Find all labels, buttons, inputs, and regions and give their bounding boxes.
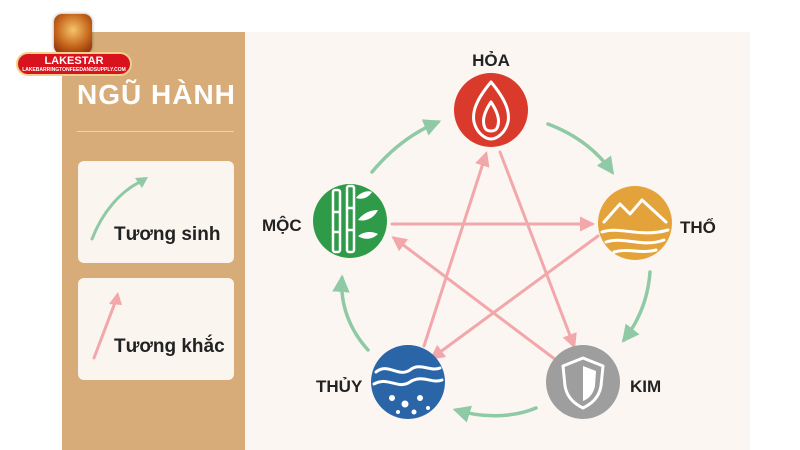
logo-url: LAKEBARRINGTONFEEDANDSUPPLY.COM: [22, 67, 126, 73]
label-tho: THỔ: [680, 218, 716, 237]
sidebar-divider: [77, 131, 234, 132]
label-hoa: HỎA: [472, 51, 510, 70]
element-hoa: HỎA: [454, 51, 528, 147]
sidebar-title: NGŨ HÀNH: [77, 79, 236, 110]
legend-label-tuong-khac: Tương khắc: [114, 336, 225, 357]
element-kim: KIM: [546, 345, 661, 419]
logo-banner: LAKESTAR LAKEBARRINGTONFEEDANDSUPPLY.COM: [16, 52, 132, 76]
shield-icon: [561, 356, 605, 410]
legend-card-tuong-sinh: Tương sinh: [78, 161, 234, 263]
element-moc: MỘC: [262, 184, 387, 258]
green-arrow-icon: [90, 177, 148, 241]
arrow-tho-to-kim: [621, 270, 652, 343]
tho-circle: [598, 186, 672, 260]
arrow-hoa-to-kim: [498, 150, 577, 349]
label-moc: MỘC: [262, 216, 302, 235]
arrow-kim-to-moc: [391, 236, 558, 362]
arrow-thuy-to-hoa: [422, 151, 490, 348]
overcoming-star: [390, 150, 600, 362]
moc-circle: [313, 184, 387, 258]
water-icon: [372, 365, 444, 415]
label-kim: KIM: [630, 377, 661, 396]
hoa-circle: [454, 73, 528, 147]
arrow-moc-to-hoa: [370, 119, 442, 174]
arrow-tho-to-thuy: [429, 234, 600, 360]
label-thuy: THỦY: [316, 377, 363, 396]
legend-label-tuong-sinh: Tương sinh: [114, 224, 221, 245]
arrow-thuy-to-moc: [332, 274, 370, 352]
pink-arrow-icon: [92, 292, 122, 360]
generating-cycle: [332, 119, 652, 423]
mountain-icon: [600, 198, 670, 254]
element-thuy: THỦY: [316, 345, 445, 419]
legend-card-tuong-khac: Tương khắc: [78, 278, 234, 380]
element-tho: THỔ: [598, 186, 716, 260]
arrow-hoa-to-tho: [546, 122, 615, 175]
fire-icon: [472, 80, 510, 141]
brand-logo[interactable]: LAKESTAR LAKEBARRINGTONFEEDANDSUPPLY.COM: [16, 14, 132, 76]
bamboo-icon: [331, 184, 378, 254]
logo-name: LAKESTAR: [44, 55, 104, 67]
logo-badge-icon: [54, 14, 92, 54]
arrow-kim-to-thuy: [452, 405, 538, 423]
